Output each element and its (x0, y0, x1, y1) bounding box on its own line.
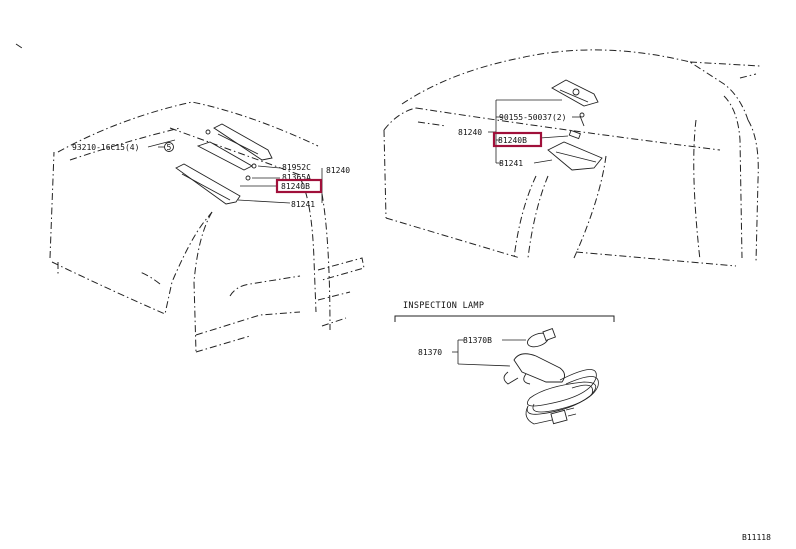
highlight-81240b-right (492, 131, 543, 148)
left-vehicle-outline (15, 43, 365, 353)
right-leader-lines (488, 99, 580, 164)
right-vehicle-outline (383, 49, 761, 267)
reference-circle (164, 142, 174, 152)
label-81241-left: 81241 (291, 200, 315, 209)
label-81240-left: 81240 (326, 166, 350, 175)
inspection-lamp-title: INSPECTION LAMP (403, 301, 484, 311)
label-81370: 81370 (418, 348, 442, 357)
label-81240-right: 81240 (458, 128, 482, 137)
inspection-lamp-assembly (503, 327, 599, 425)
label-81240b-right: 81240B (498, 136, 527, 145)
label-81241-right: 81241 (499, 159, 523, 168)
right-lamp-assembly (547, 79, 603, 171)
label-81952c: 81952C (282, 163, 311, 172)
label-81240b-left: 81240B (281, 182, 310, 191)
label-81365a: 81365A (282, 173, 311, 182)
inspection-leader-lines (452, 339, 526, 367)
figure-code: B11118 (742, 533, 771, 542)
highlight-81240b-left (275, 178, 323, 194)
label-93210-16c15: 93210-16C15(4) (72, 143, 139, 152)
left-lamp-assembly (175, 123, 273, 205)
label-81370b: 81370B (463, 336, 492, 345)
reference-number-5: 5 (167, 143, 172, 152)
label-90155-50037: 90155-50037(2) (499, 113, 566, 122)
inspection-lamp-bracket (394, 315, 615, 322)
